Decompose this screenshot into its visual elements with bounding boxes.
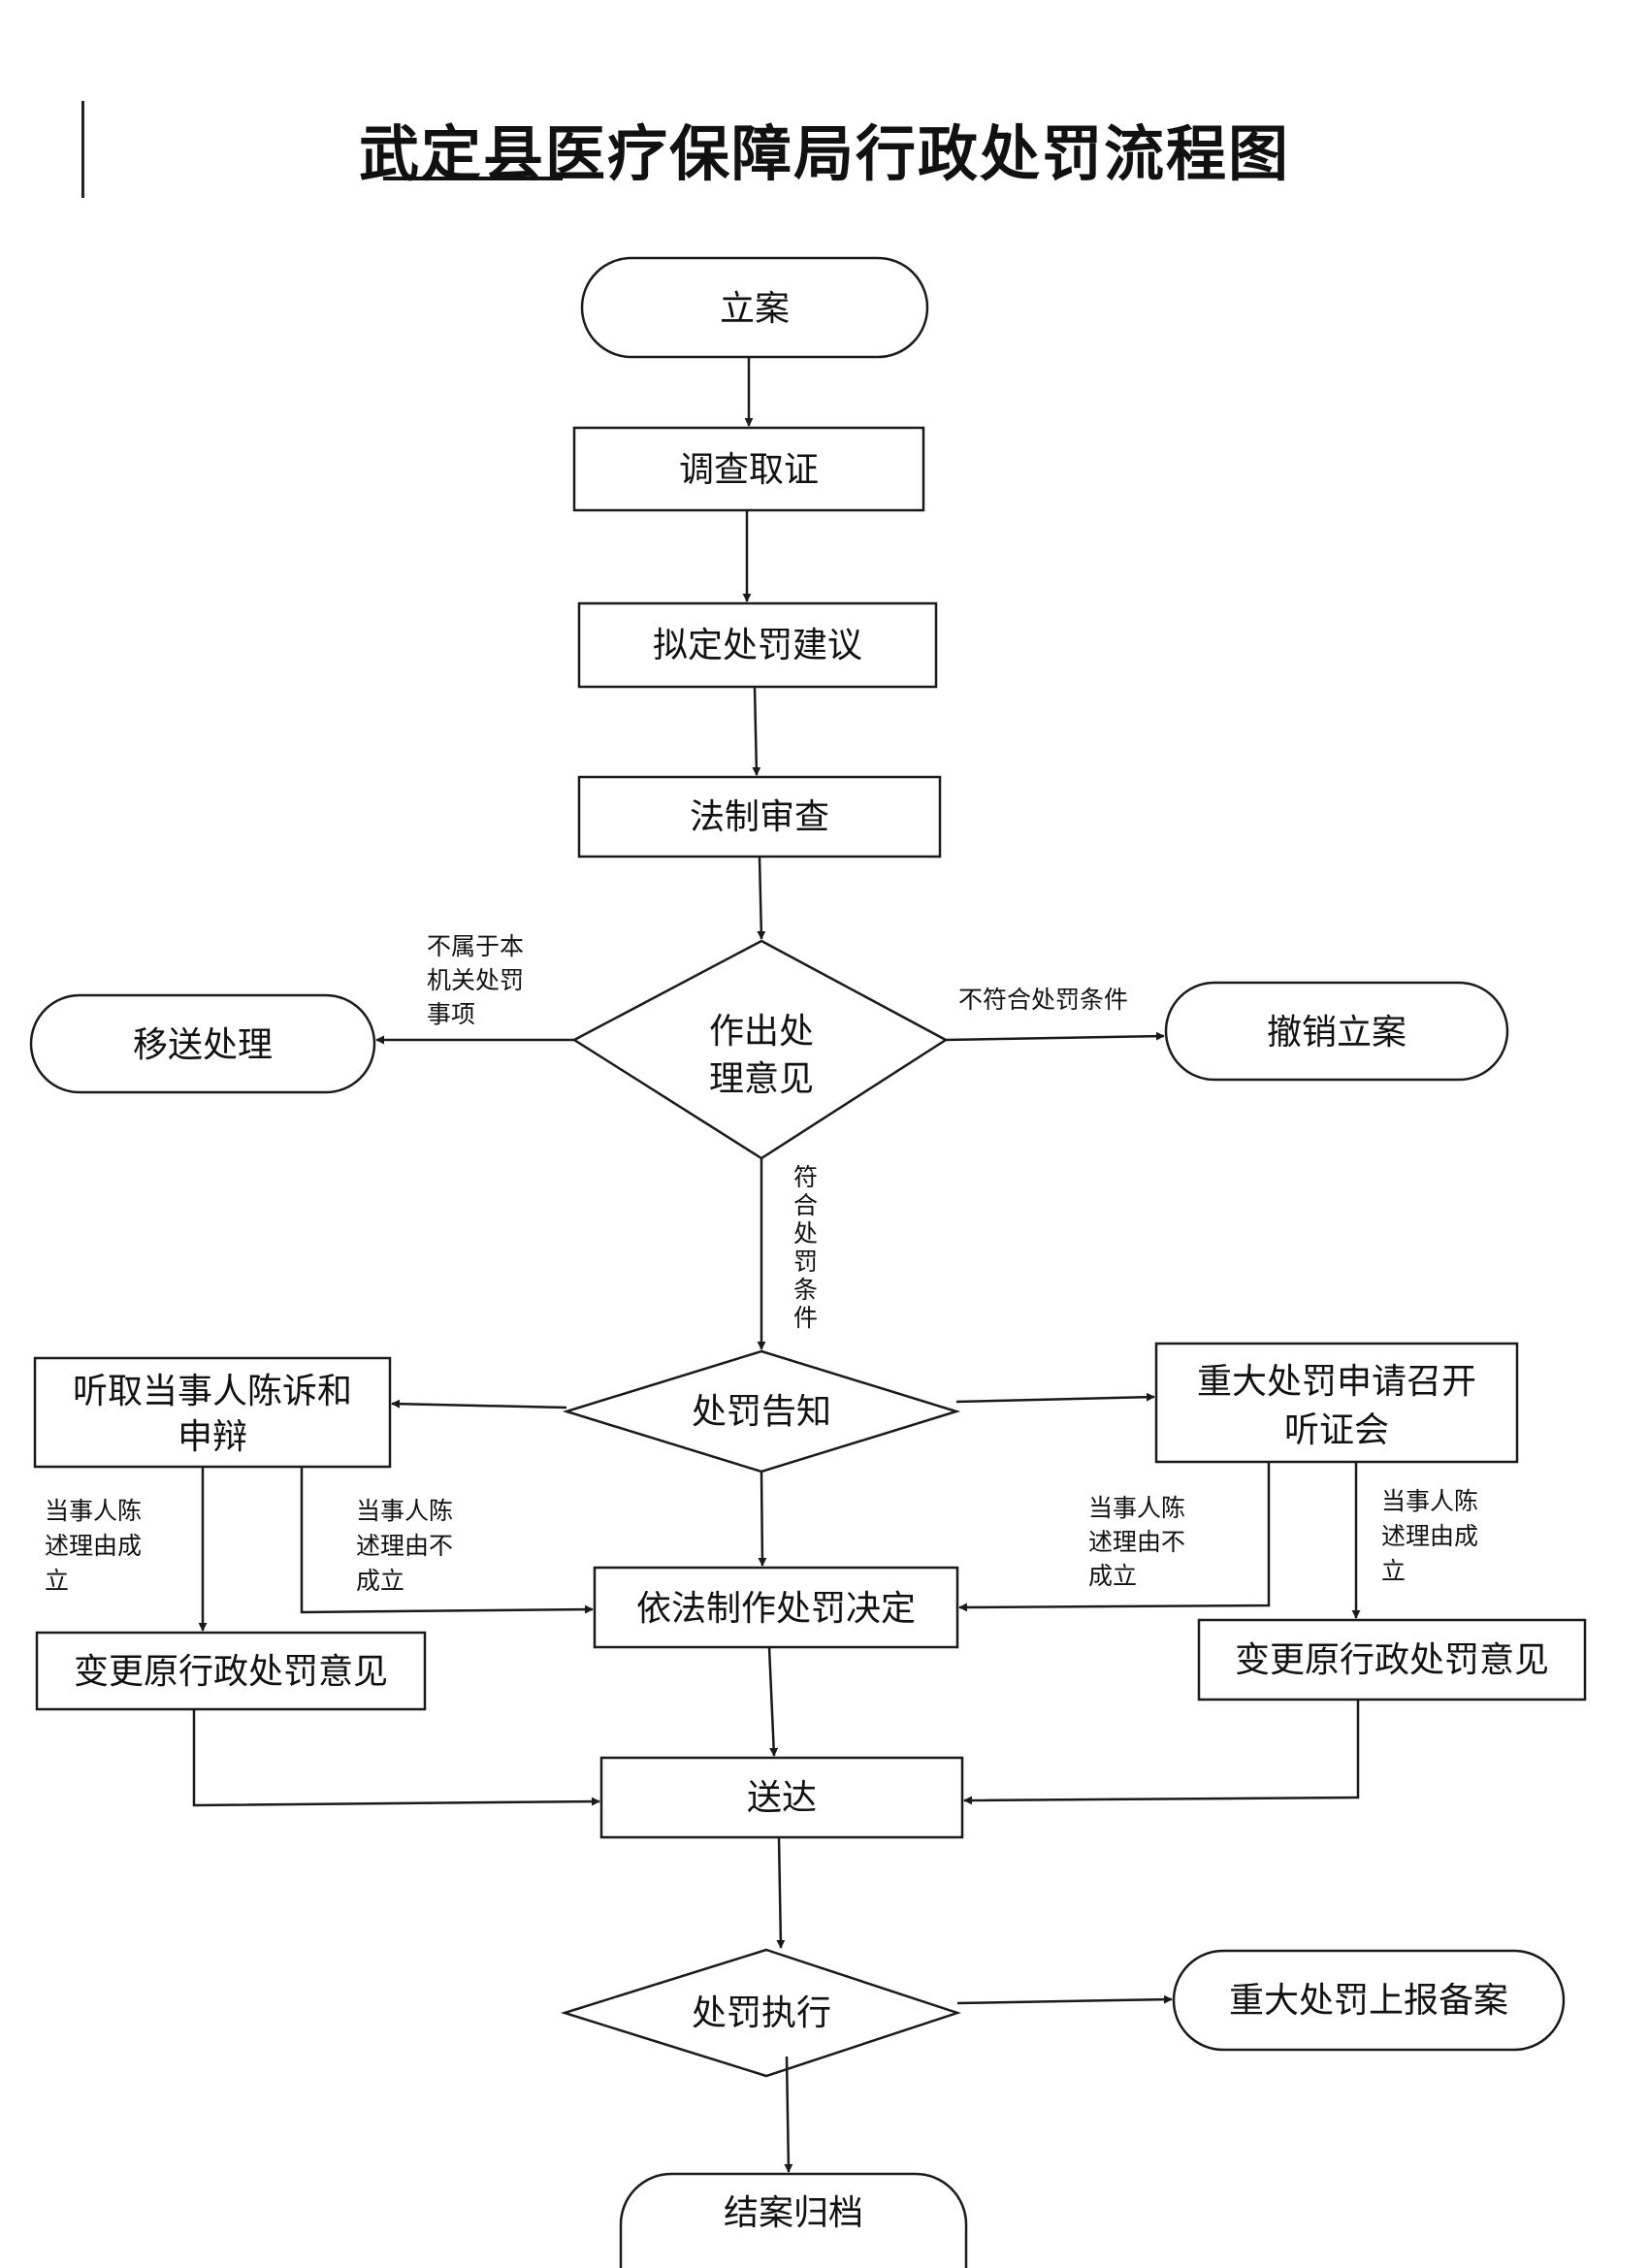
node-shangbao-shape: [1172, 1949, 1566, 2052]
label-left-chengli-3: 立: [45, 1567, 69, 1595]
edge-biangeng-left-songda: [192, 1709, 600, 1807]
node-yifa-label: 依法制作处罚决定: [636, 1589, 916, 1629]
node-yisong-label: 移送处理: [133, 1025, 273, 1065]
label-fuhe-5: 条: [793, 1276, 818, 1304]
node-biangeng-right-shape: [1197, 1618, 1587, 1701]
node-zhongda-tingzheng-shape: [1154, 1342, 1519, 1464]
label-fuhe-2: 合: [793, 1191, 818, 1219]
node-biangeng-left-label: 变更原行政处罚意见: [74, 1652, 388, 1692]
label-bushuyu-3: 事项: [427, 1000, 475, 1028]
edge-biangeng-right-songda: [963, 1700, 1360, 1805]
edge-gaozhi-tingqu: [391, 1399, 567, 1409]
node-zhixing-shape: [560, 1948, 961, 2078]
node-lian-shape: [580, 256, 929, 359]
label-left-chengli-2: 述理由成: [45, 1532, 142, 1560]
label-left-buchengli-3: 成立: [356, 1567, 404, 1595]
node-zhongda-tingzheng-label-1: 重大处罚申请召开: [1197, 1362, 1476, 1402]
label-right-chengli-3: 立: [1381, 1557, 1406, 1585]
edge-tingqu-yifa: [300, 1467, 594, 1614]
node-fazhi-label: 法制审查: [690, 797, 829, 837]
node-niding-label: 拟定处罚建议: [653, 626, 862, 665]
label-right-chengli-1: 当事人陈: [1381, 1487, 1478, 1515]
edge-zhixing-shangbao: [956, 1994, 1173, 2005]
node-niding-shape: [577, 601, 938, 689]
node-zuochu-label-2: 理意见: [709, 1059, 814, 1099]
label-bufuhe: 不符合处罚条件: [958, 986, 1128, 1014]
edge-zuochu-chexiao: [945, 1031, 1165, 1042]
node-jiean-label: 结案归档: [724, 2193, 863, 2233]
label-right-buchengli-2: 述理由不: [1088, 1528, 1185, 1556]
node-yisong-shape: [29, 993, 376, 1094]
node-biangeng-right-label: 变更原行政处罚意见: [1235, 1640, 1549, 1680]
node-fazhi-shape: [577, 775, 942, 859]
node-gaozhi-label: 处罚告知: [692, 1392, 831, 1432]
node-tingqu-label-1: 听取当事人陈诉和: [73, 1372, 352, 1411]
edge-songda-zhixing: [776, 1836, 786, 1949]
margin-line: [81, 101, 84, 198]
node-shangbao-label: 重大处罚上报备案: [1229, 1981, 1508, 2021]
node-zhixing-label: 处罚执行: [692, 1993, 831, 2033]
node-chexiao-shape: [1164, 981, 1509, 1082]
label-left-buchengli-2: 述理由不: [356, 1532, 453, 1560]
label-right-buchengli-3: 成立: [1088, 1562, 1137, 1590]
label-bushuyu-2: 机关处罚: [427, 966, 524, 994]
node-tingqu-label-2: 申辩: [178, 1417, 247, 1457]
node-diaocha-shape: [572, 426, 925, 512]
label-right-chengli-2: 述理由成: [1381, 1522, 1478, 1550]
node-zuochu-label-1: 作出处: [709, 1012, 814, 1052]
label-bushuyu-1: 不属于本: [427, 932, 524, 960]
node-lian-label: 立案: [720, 289, 790, 329]
label-left-buchengli-1: 当事人陈: [356, 1497, 453, 1525]
node-biangeng-left-shape: [35, 1631, 427, 1711]
edge-fazhi-zuochu: [757, 856, 766, 940]
edge-niding-fazhi: [752, 686, 761, 776]
label-left-chengli-1: 当事人陈: [45, 1497, 142, 1525]
label-fuhe-6: 件: [793, 1304, 818, 1332]
node-songda-label: 送达: [747, 1778, 817, 1818]
node-zhongda-tingzheng-label-2: 听证会: [1284, 1410, 1389, 1450]
node-tingqu-shape: [33, 1356, 392, 1469]
node-songda-shape: [599, 1756, 964, 1839]
edge-gaozhi-zhongda: [955, 1392, 1155, 1404]
node-diaocha-label: 调查取证: [679, 450, 819, 490]
edge-gaozhi-yifa: [758, 1471, 767, 1567]
label-right-buchengli-1: 当事人陈: [1088, 1494, 1185, 1522]
label-fuhe-1: 符: [793, 1163, 818, 1191]
label-fuhe-3: 处: [793, 1219, 818, 1247]
node-jiean-shape: [619, 2172, 968, 2268]
title-underline: [383, 177, 563, 180]
label-fuhe-4: 罚: [793, 1247, 818, 1276]
edge-zhongda-yifa: [958, 1462, 1271, 1612]
node-yifa-shape: [593, 1566, 959, 1649]
node-chexiao-label: 撤销立案: [1267, 1013, 1406, 1053]
edge-zhixing-jiean: [784, 2056, 793, 2173]
edge-yifa-songda: [767, 1646, 779, 1757]
